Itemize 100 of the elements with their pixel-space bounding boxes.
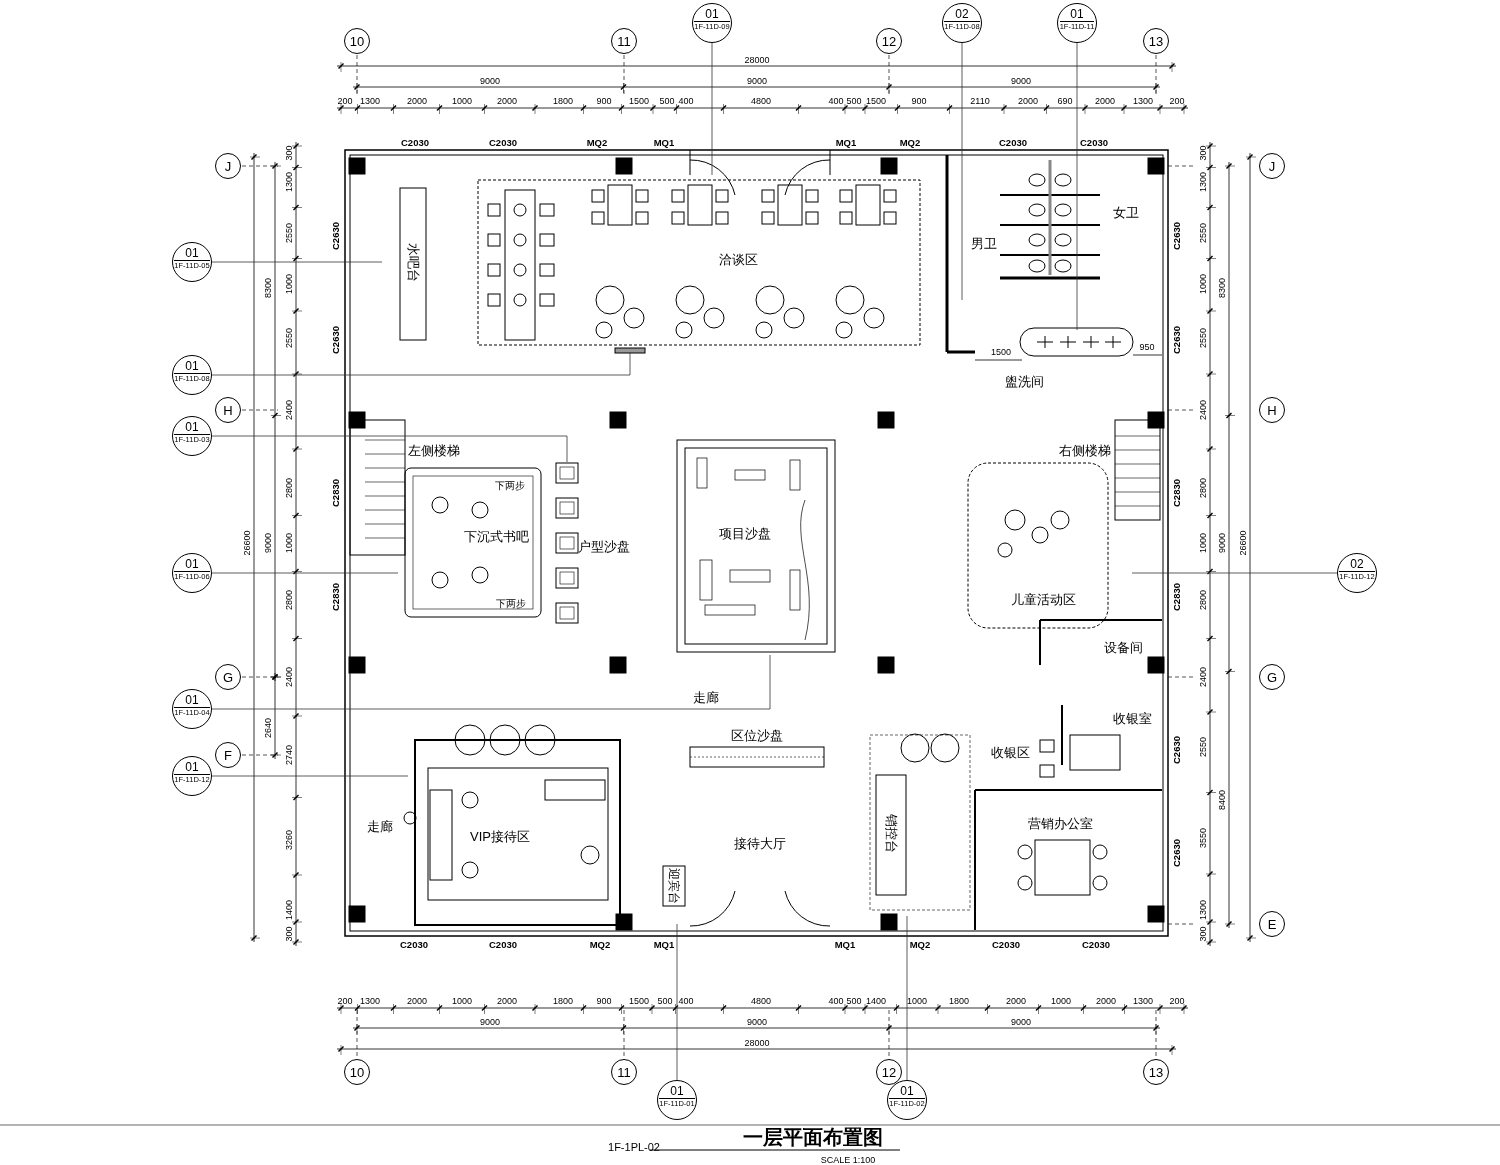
grid-bubble: 10 [344, 28, 370, 54]
dimension-text: 200 [337, 96, 353, 106]
dimension-text: 9000 [1011, 76, 1031, 86]
opening-tag: C2630 [1172, 736, 1182, 764]
dimension-text: 500 [659, 96, 675, 106]
dimension-text: 1000 [284, 274, 294, 294]
dimension-text: 9000 [747, 1017, 767, 1027]
opening-tag: C2630 [331, 222, 341, 250]
dimension-text: 1000 [452, 96, 472, 106]
leader-line [1076, 42, 1078, 331]
room-label: 项目沙盘 [719, 526, 771, 540]
dimension-text: 400 [828, 996, 844, 1006]
opening-tag: MQ2 [589, 940, 611, 950]
grid-bubble: F [215, 742, 241, 768]
grid-bubble: 10 [344, 1059, 370, 1085]
dimension-text: 950 [1139, 342, 1155, 352]
room-label: 走廊 [367, 819, 393, 833]
dimension-text: 3550 [1198, 828, 1208, 848]
dimension-text: 1300 [360, 996, 380, 1006]
leader-line [211, 775, 409, 777]
leader-line [711, 42, 713, 176]
dimension-text: 3260 [284, 830, 294, 850]
opening-tag: MQ2 [586, 138, 608, 148]
room-label: 收银区 [990, 745, 1030, 759]
dimension-text: 300 [284, 145, 294, 161]
dimension-text: 900 [911, 96, 927, 106]
dimension-text: 8300 [263, 278, 273, 298]
dimension-text: 26600 [1238, 530, 1248, 556]
grid-bubble: 12 [876, 1059, 902, 1085]
opening-tag: MQ1 [653, 940, 675, 950]
dimension-text: 400 [678, 96, 694, 106]
opening-tag: C2630 [1172, 839, 1182, 867]
room-label: 户型沙盘 [578, 539, 630, 553]
dimension-text: 300 [1198, 926, 1208, 942]
callout-number: 01 [185, 421, 199, 433]
dimension-text: 900 [596, 96, 612, 106]
dimension-text: 2110 [970, 96, 990, 106]
callout-number: 01 [670, 1085, 684, 1097]
room-label: 走廊 [693, 690, 719, 704]
dimension-text: 1500 [866, 96, 886, 106]
room-label: 接待大厅 [734, 836, 786, 850]
leader-line [906, 915, 908, 1081]
callout-number: 01 [705, 8, 719, 20]
dimension-text: 2640 [263, 718, 273, 738]
dimension-text: 2400 [1198, 667, 1208, 687]
callout-number: 01 [185, 694, 199, 706]
dimension-text: 8300 [1217, 278, 1227, 298]
dimension-text: 2000 [1095, 96, 1115, 106]
callout-number: 01 [1070, 8, 1084, 20]
elevation-callout [172, 689, 212, 729]
dimension-text: 2550 [284, 328, 294, 348]
room-label: 盥洗间 [1004, 374, 1044, 388]
opening-tag: C2030 [999, 138, 1027, 148]
opening-tag: MQ1 [835, 138, 857, 148]
elevation-callout [1057, 3, 1097, 43]
opening-tag: C2830 [331, 479, 341, 507]
dimension-text: 500 [846, 996, 862, 1006]
dimension-text: 2000 [1006, 996, 1026, 1006]
opening-tag: C2830 [1172, 479, 1182, 507]
dimension-text: 1000 [1198, 533, 1208, 553]
room-label: 儿童活动区 [1010, 592, 1076, 606]
leader-line [961, 42, 963, 301]
dimension-text: 4800 [751, 996, 771, 1006]
grid-bubble: J [215, 153, 241, 179]
grid-bubble: 12 [876, 28, 902, 54]
dimension-text: 1000 [1198, 274, 1208, 294]
elevation-callout [172, 355, 212, 395]
dimension-text: 28000 [744, 55, 770, 65]
dimension-text: 2000 [407, 96, 427, 106]
room-label: VIP接待区 [470, 829, 530, 843]
dimension-text: 2000 [497, 996, 517, 1006]
opening-tag: C2030 [1082, 940, 1110, 950]
dimension-text: 2000 [497, 96, 517, 106]
dimension-text: 400 [828, 96, 844, 106]
dimension-text: 2550 [1198, 223, 1208, 243]
opening-tag: C2030 [400, 940, 428, 950]
room-label: 左侧楼梯 [408, 443, 460, 457]
opening-tag: C2030 [1080, 138, 1108, 148]
dimension-text: 9000 [263, 533, 273, 553]
callout-number: 02 [955, 8, 969, 20]
dimension-text: 1000 [452, 996, 472, 1006]
drawing-title: 一层平面布置图 [743, 1127, 883, 1147]
opening-tag: MQ1 [653, 138, 675, 148]
step-note: 下两步 [495, 481, 525, 491]
dimension-text: 2000 [407, 996, 427, 1006]
dimension-text: 2800 [1198, 478, 1208, 498]
grid-bubble: 11 [611, 28, 637, 54]
leader-line [211, 261, 383, 263]
callout-number: 01 [185, 360, 199, 372]
opening-tag: C2030 [489, 940, 517, 950]
elevation-callout [172, 756, 212, 796]
dimension-text: 500 [846, 96, 862, 106]
dimension-text: 1400 [866, 996, 886, 1006]
dimension-text: 1300 [360, 96, 380, 106]
callout-number: 01 [185, 247, 199, 259]
dimension-text: 1000 [284, 533, 294, 553]
grid-bubble: 11 [611, 1059, 637, 1085]
dimension-text: 26600 [242, 530, 252, 556]
grid-bubble: 13 [1143, 28, 1169, 54]
elevation-callout [172, 553, 212, 593]
